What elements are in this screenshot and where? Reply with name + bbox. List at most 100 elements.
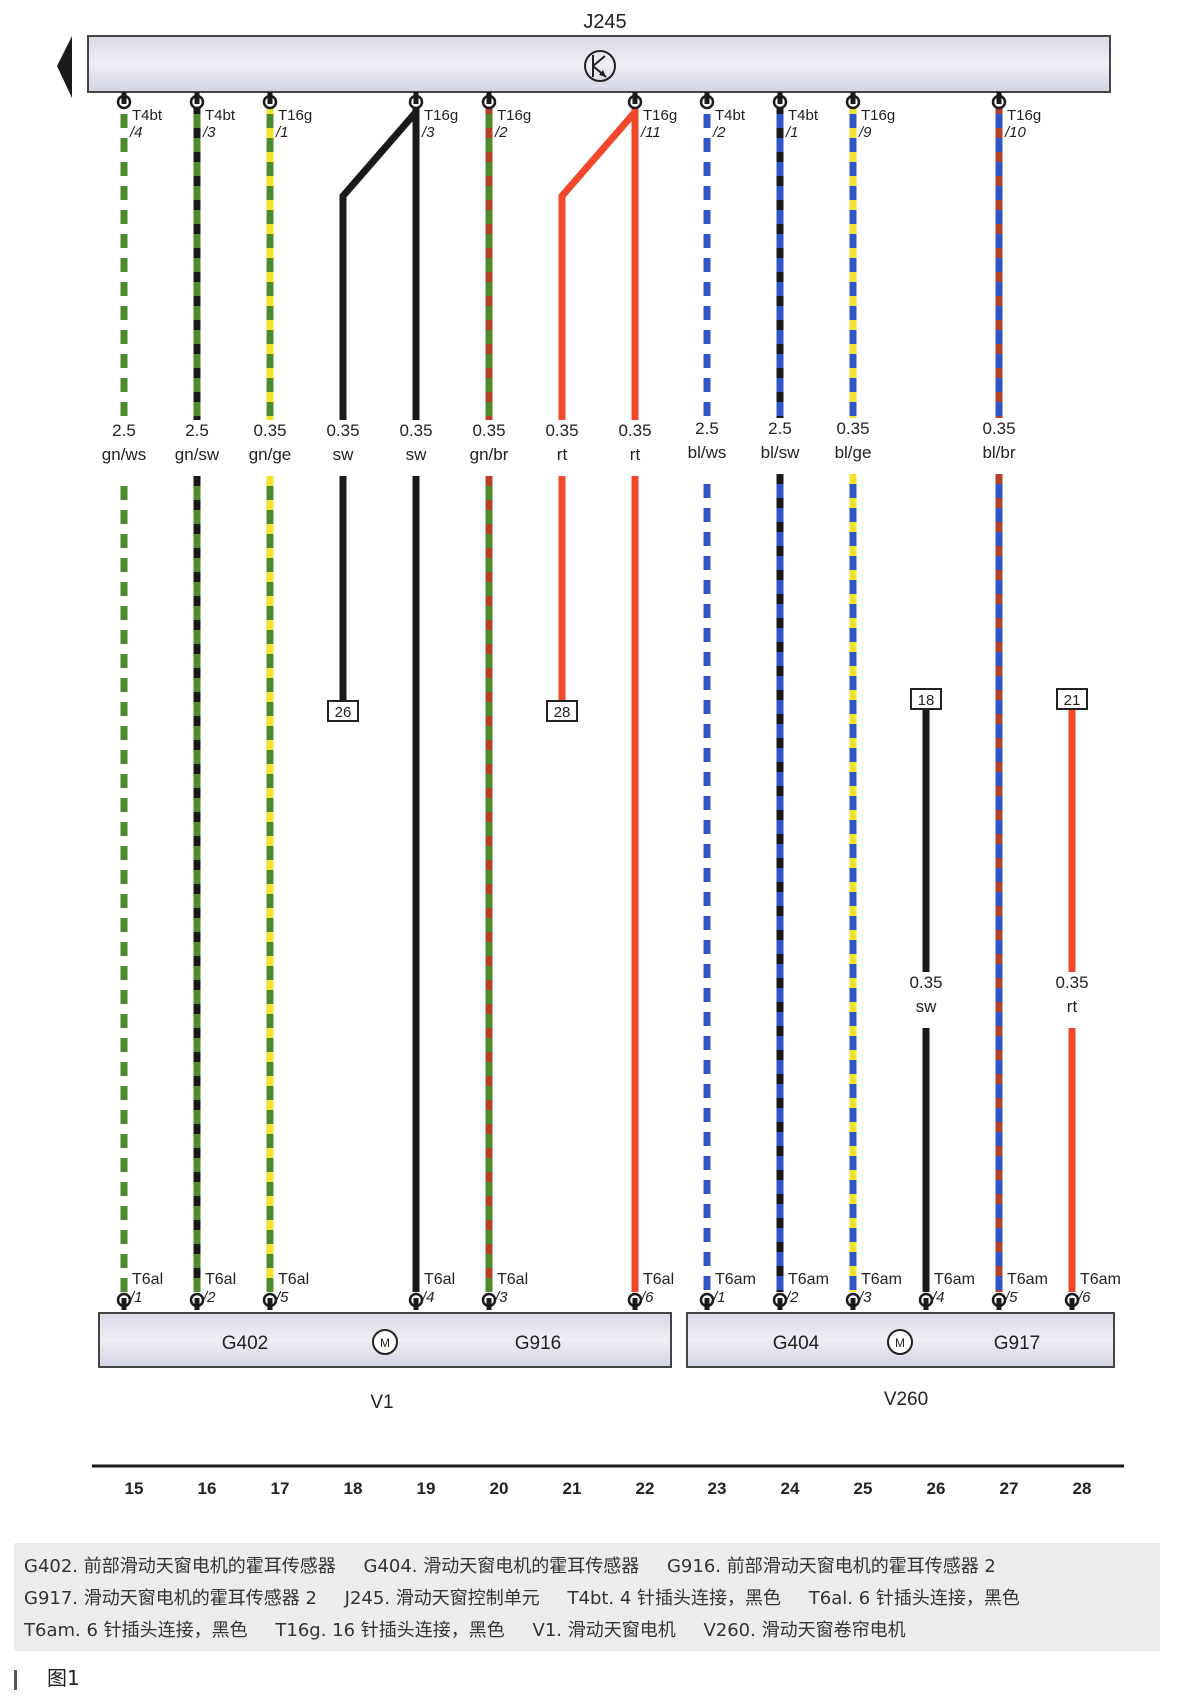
caption-marker <box>14 1669 17 1690</box>
track-number: 15 <box>125 1479 144 1498</box>
connector-pin: /1 <box>129 1289 143 1306</box>
connector-label: T16g <box>424 107 458 124</box>
motor-v260-label: V260 <box>884 1389 928 1410</box>
connector-pin: /4 <box>129 124 143 141</box>
pin-connector-icon <box>627 92 643 110</box>
wire-color-label: gn/br <box>470 445 509 464</box>
track-number: 18 <box>344 1479 363 1498</box>
track-number: 23 <box>708 1479 727 1498</box>
legend-item: T6am. 6 针插头连接，黑色 <box>24 1620 248 1641</box>
sensor-g404-label: G404 <box>773 1333 820 1354</box>
wire-color-label: sw <box>916 997 938 1016</box>
connector-label: T16g <box>497 107 531 124</box>
pin-connector-icon <box>845 92 861 110</box>
connector-pin: /1 <box>275 124 289 141</box>
pin-connector-icon <box>481 1292 497 1310</box>
wire-labels: 2.5gn/ws2.5gn/sw0.35gn/ge0.35sw0.35sw0.3… <box>102 419 1089 1016</box>
track-number: 20 <box>490 1479 509 1498</box>
connector-label: T6am <box>1007 1271 1048 1288</box>
pin-connector-icon <box>699 1292 715 1310</box>
connector-pin: /3 <box>858 1289 872 1306</box>
cross-ref-box: 26 <box>327 700 359 722</box>
wire-size-label: 0.35 <box>618 421 651 440</box>
pin-connector-icon <box>772 1292 788 1310</box>
wire-size-label: 2.5 <box>768 419 792 438</box>
wiring-diagram: J245 T4bt/4T4bt/3T16g/1T16g/3T16g/2T16g/… <box>57 11 1124 1498</box>
legend-row: G402. 前部滑动天窗电机的霍耳传感器 G404. 滑动天窗电机的霍耳传感器 … <box>24 1551 1150 1583</box>
connector-pin: /4 <box>421 1289 435 1306</box>
wire-18 <box>339 109 419 420</box>
svg-text:21: 21 <box>1064 692 1081 709</box>
connector-pin: /2 <box>712 124 726 141</box>
track-number: 19 <box>417 1479 436 1498</box>
connector-label: T6al <box>205 1271 236 1288</box>
figure-caption: 图1 <box>14 1662 80 1691</box>
legend-row: T6am. 6 针插头连接，黑色 T16g. 16 针插头连接，黑色 V1. 滑… <box>24 1615 1150 1647</box>
motor-icon: M <box>372 1329 398 1355</box>
motor-v1-label: V1 <box>370 1392 393 1413</box>
svg-text:28: 28 <box>554 704 571 721</box>
connector-label: T16g <box>278 107 312 124</box>
motor-icon: M <box>887 1329 913 1355</box>
pin-connector-icon <box>262 92 278 110</box>
connector-pin: /2 <box>202 1289 216 1306</box>
wire-color-label: sw <box>406 445 428 464</box>
legend-item: V260. 滑动天窗卷帘电机 <box>703 1620 906 1641</box>
track-number: 28 <box>1073 1479 1092 1498</box>
connector-pin: /10 <box>1004 124 1027 141</box>
cross-ref-box: 21 <box>1056 688 1088 710</box>
connector-label: T4bt <box>715 107 746 124</box>
sensor-g917-label: G917 <box>994 1333 1040 1354</box>
legend-row: G917. 滑动天窗电机的霍耳传感器 2 J245. 滑动天窗控制单元 T4bt… <box>24 1583 1150 1615</box>
bottom-connectors: T6al/1T6al/2T6al/5T6al/4T6al/3T6al/6T6am… <box>116 1271 1121 1310</box>
wire-size-label: 0.35 <box>472 421 505 440</box>
wire-color-label: bl/ge <box>835 443 872 462</box>
pin-connector-icon <box>189 92 205 110</box>
wire-size-label: 0.35 <box>399 421 432 440</box>
wire-size-label: 0.35 <box>1055 973 1088 992</box>
wire-size-label: 0.35 <box>909 973 942 992</box>
legend-item: G917. 滑动天窗电机的霍耳传感器 2 <box>24 1588 317 1609</box>
sensor-g916-label: G916 <box>515 1333 561 1354</box>
connector-label: T6al <box>424 1271 455 1288</box>
connector-pin: /1 <box>785 124 799 141</box>
wire-size-label: 2.5 <box>185 421 209 440</box>
cross-ref-box: 28 <box>546 700 578 722</box>
wire-color-label: gn/ws <box>102 445 146 464</box>
legend-item: G404. 滑动天窗电机的霍耳传感器 <box>363 1556 640 1577</box>
wire-size-label: 0.35 <box>253 421 286 440</box>
legend-item: T4bt. 4 针插头连接，黑色 <box>567 1588 782 1609</box>
connector-label: T6am <box>861 1271 902 1288</box>
wire-size-label: 0.35 <box>836 419 869 438</box>
legend-item: J245. 滑动天窗控制单元 <box>344 1588 540 1609</box>
legend-item: T16g. 16 针插头连接，黑色 <box>275 1620 505 1641</box>
connector-pin: /3 <box>421 124 435 141</box>
wire-size-label: 0.35 <box>326 421 359 440</box>
wire-color-label: rt <box>557 445 568 464</box>
wire-color-label: bl/ws <box>688 443 727 462</box>
connector-pin: /1 <box>712 1289 726 1306</box>
connector-label: T16g <box>1007 107 1041 124</box>
connector-pin: /5 <box>275 1289 289 1306</box>
legend: G402. 前部滑动天窗电机的霍耳传感器 G404. 滑动天窗电机的霍耳传感器 … <box>14 1543 1160 1651</box>
control-unit-j245 <box>87 35 1111 93</box>
wires <box>120 104 1076 1292</box>
legend-item: G916. 前部滑动天窗电机的霍耳传感器 2 <box>666 1556 996 1577</box>
svg-text:26: 26 <box>335 704 352 721</box>
legend-item: G402. 前部滑动天窗电机的霍耳传感器 <box>24 1556 336 1577</box>
svg-text:M: M <box>380 1336 390 1350</box>
wire-color-label: bl/br <box>982 443 1015 462</box>
pin-connector-icon <box>481 92 497 110</box>
track-number: 27 <box>1000 1479 1019 1498</box>
legend-item: V1. 滑动天窗电机 <box>532 1620 676 1641</box>
connector-label: T6am <box>934 1271 975 1288</box>
legend-item: T6al. 6 针插头连接，黑色 <box>808 1588 1020 1609</box>
wire-size-label: 0.35 <box>982 419 1015 438</box>
transistor-icon <box>584 50 616 82</box>
wire-size-label: 0.35 <box>545 421 578 440</box>
pin-connector-icon <box>991 1292 1007 1310</box>
connector-label: T6am <box>715 1271 756 1288</box>
connector-pin: /4 <box>931 1289 945 1306</box>
wire-color-label: gn/ge <box>249 445 292 464</box>
